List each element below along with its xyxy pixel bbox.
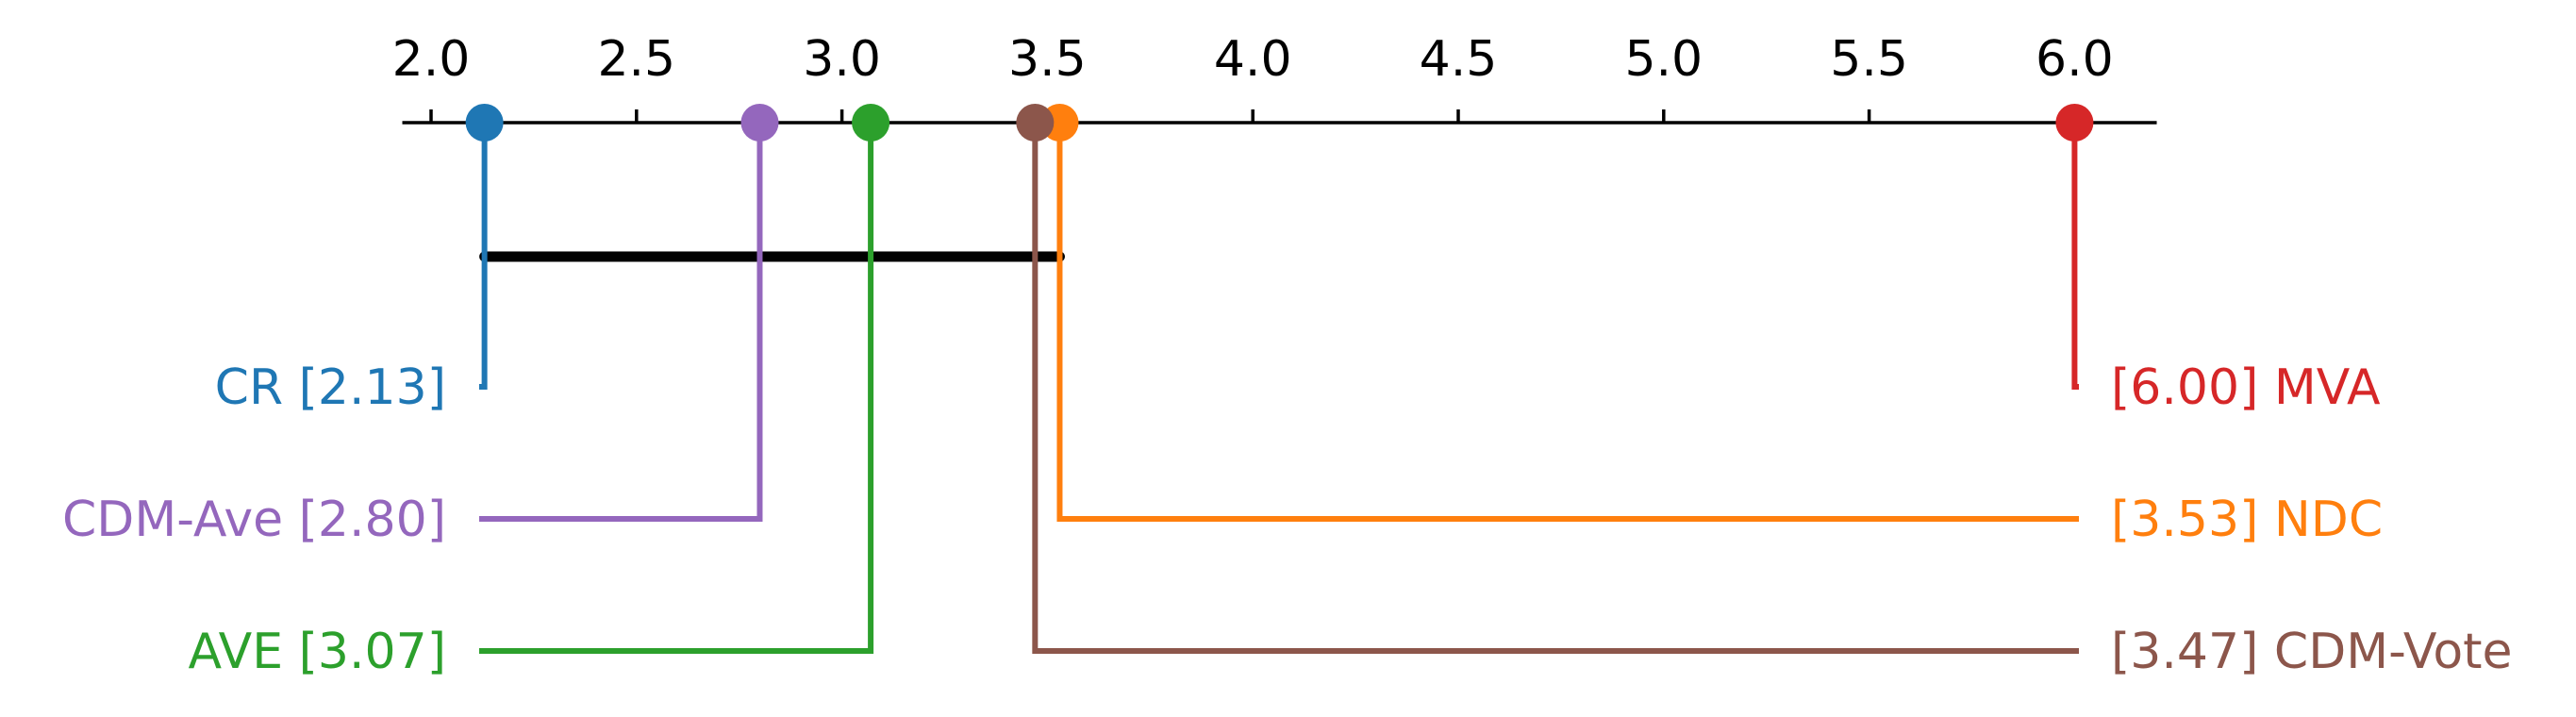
rank-marker-mva <box>2055 104 2094 142</box>
method-connector-ave <box>479 123 874 654</box>
tick-label: 4.0 <box>1214 31 1292 88</box>
tick-label: 2.5 <box>597 31 675 88</box>
method-label-cdm-ave: CDM-Ave [2.80] <box>62 492 446 548</box>
method-connector-cdm-ave <box>479 123 763 522</box>
method-connector-cr <box>479 123 488 390</box>
method-markers <box>465 104 2094 654</box>
rank-marker-cr <box>465 104 504 142</box>
rank-marker-cdm-ave <box>740 104 779 142</box>
method-label-ndc: [3.53] NDC <box>2111 492 2383 548</box>
tick-label: 5.0 <box>1624 31 1703 88</box>
tick-label: 3.5 <box>1008 31 1087 88</box>
method-connector-ndc <box>1056 123 2079 522</box>
method-label-cdm-vote: [3.47] CDM-Vote <box>2111 624 2513 680</box>
method-label-ave: AVE [3.07] <box>188 624 446 680</box>
tick-label: 5.5 <box>1830 31 1908 88</box>
method-labels: CR [2.13] CDM-Ave [2.80] AVE [3.07] [6.00] … <box>62 359 2513 680</box>
method-label-cr: CR [2.13] <box>215 359 446 416</box>
tick-label: 4.5 <box>1420 31 1498 88</box>
tick-label: 3.0 <box>803 31 881 88</box>
tick-label: 2.0 <box>392 31 471 88</box>
rank-axis: 2.0 2.5 3.0 3.5 4.0 4.5 5.0 5.5 6.0 <box>392 31 2157 125</box>
rank-marker-cdm-vote <box>1016 104 1055 142</box>
tick-label: 6.0 <box>2036 31 2114 88</box>
method-connector-mva <box>2071 123 2079 390</box>
method-connector-cdm-vote <box>1032 123 2079 654</box>
method-label-mva: [6.00] MVA <box>2111 359 2381 416</box>
rank-marker-ave <box>852 104 890 142</box>
